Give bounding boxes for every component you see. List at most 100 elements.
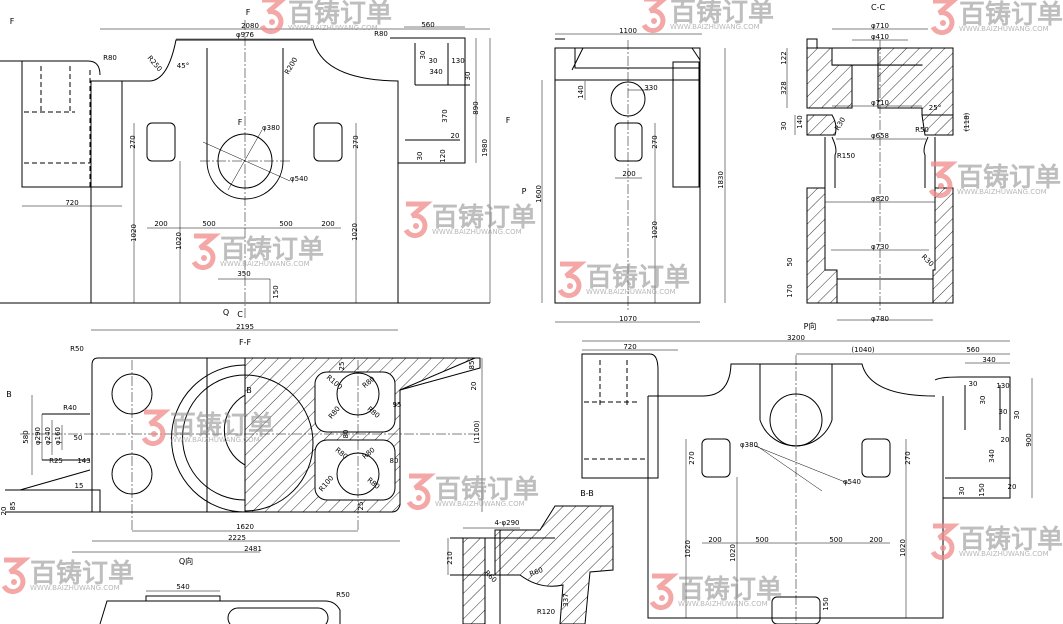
dim-2481: 2481 (244, 545, 262, 553)
dim-r120: R120 (537, 608, 555, 616)
watermark-url: WWW.BAIZHUWANG.COM (678, 600, 768, 608)
view-q-title: Q向 (179, 556, 193, 566)
dim-30: 30 (999, 408, 1008, 416)
dim-340: 340 (982, 356, 995, 364)
watermark-url: WWW.BAIZHUWANG.COM (220, 260, 310, 268)
dim-r50: R50 (915, 126, 929, 134)
dim-328: 328 (780, 81, 788, 94)
dim-337: 337 (562, 593, 570, 606)
dim-200: 200 (708, 536, 721, 544)
watermark-url: WWW.BAIZHUWANG.COM (670, 23, 760, 31)
dim-45deg: 45° (177, 62, 189, 70)
dim-1100: 1100 (619, 27, 637, 35)
watermark-brand: 百铸订单 (30, 559, 134, 589)
dim-200: 200 (321, 220, 334, 228)
section-ff-title: F-F (239, 338, 251, 347)
dim-20: 20 (1008, 483, 1017, 491)
view-p-labels: P向 3200 720 (1040) 560 340 30 30 130 30 … (623, 321, 1033, 611)
dim-1020: 1020 (651, 221, 659, 239)
dim-phi290: φ290 (34, 427, 42, 445)
side-view (541, 33, 726, 323)
dim-1020: 1020 (684, 540, 692, 558)
section-bb-title: B-B (580, 489, 594, 498)
watermark-url: WWW.BAIZHUWANG.COM (586, 288, 676, 296)
section-marker-f: F (506, 116, 511, 125)
dim-143: 143 (77, 457, 90, 465)
view-q: Q向 540 R50 (99, 556, 350, 624)
watermark-url: WWW.BAIZHUWANG.COM (288, 24, 378, 32)
dim-500: 500 (279, 220, 292, 228)
dim-30: 30 (958, 487, 966, 496)
section-marker-b: B (6, 390, 12, 399)
dim-phi160: φ160 (54, 427, 62, 445)
dim-122: 122 (780, 51, 788, 64)
dim-30: 30 (979, 396, 987, 405)
dim-120: 120 (439, 149, 447, 162)
watermark-url: WWW.BAIZHUWANG.COM (30, 584, 120, 592)
dim-1020: 1020 (899, 539, 907, 557)
dim-2195: 2195 (236, 323, 254, 331)
watermark-url: WWW.BAIZHUWANG.COM (957, 188, 1047, 196)
side-view-labels: 1100 330 140 270 200 1600 1830 1020 1070… (522, 27, 725, 323)
dim-r200: R200 (283, 56, 299, 76)
dim-phi780: φ780 (871, 315, 889, 323)
dim-150: 150 (272, 285, 280, 298)
dim-1620: 1620 (236, 523, 254, 531)
dim-20: 20 (1001, 436, 1010, 444)
dim-50: 50 (786, 258, 794, 267)
view-p (581, 340, 1033, 624)
section-ff (5, 357, 483, 553)
dim-270: 270 (129, 135, 137, 148)
dim-30: 30 (1013, 411, 1021, 420)
dim-15: 15 (75, 482, 84, 490)
dim-270: 270 (688, 451, 696, 464)
watermark-brand: 百铸订单 (432, 203, 536, 233)
watermark-url: WWW.BAIZHUWANG.COM (170, 436, 260, 444)
dim-500: 500 (829, 536, 842, 544)
dim-85: 85 (9, 502, 17, 511)
dim-1020: 1020 (351, 223, 359, 241)
dim-30: 30 (416, 152, 424, 161)
watermark-brand: 百铸订单 (288, 0, 392, 29)
dim-340: 340 (988, 449, 996, 462)
section-marker-f: F (238, 118, 243, 127)
dim-720: 720 (65, 199, 78, 207)
watermark-url: WWW.BAIZHUWANG.COM (959, 550, 1049, 558)
dim-phi710: φ710 (871, 99, 889, 107)
watermark-url: WWW.BAIZHUWANG.COM (432, 228, 522, 236)
dim-20: 20 (0, 507, 8, 516)
dim-200: 200 (154, 220, 167, 228)
dim-560: 560 (966, 346, 979, 354)
dim-4-phi290: 4-φ290 (495, 519, 520, 527)
dim-80: 80 (342, 430, 350, 439)
front-view-labels: 2080 φ976 R80 R250 45° R200 R80 560 30 3… (10, 8, 511, 331)
dim-150: 150 (978, 483, 986, 496)
dim-150: 150 (822, 597, 830, 610)
dim-25: 25 (338, 362, 346, 371)
dim-500: 500 (755, 536, 768, 544)
dim-1600: 1600 (535, 185, 543, 203)
dim-r30: R30 (920, 253, 935, 268)
dim-phi730: φ730 (871, 243, 889, 251)
dim-30: 30 (464, 72, 472, 81)
dim-1020: 1020 (130, 224, 138, 242)
dim-50: 50 (74, 434, 83, 442)
dim-350: 350 (237, 270, 250, 278)
dim-95: 95 (393, 401, 402, 409)
dim-1100: (1100) (473, 420, 481, 444)
section-marker-b: B (246, 386, 252, 395)
dim-r50: R50 (336, 591, 350, 599)
section-cc (786, 28, 967, 321)
dim-phi540: φ540 (290, 175, 308, 183)
dim-500: 500 (202, 220, 215, 228)
dim-370: 370 (441, 109, 449, 122)
dim-3200: 3200 (787, 334, 805, 342)
